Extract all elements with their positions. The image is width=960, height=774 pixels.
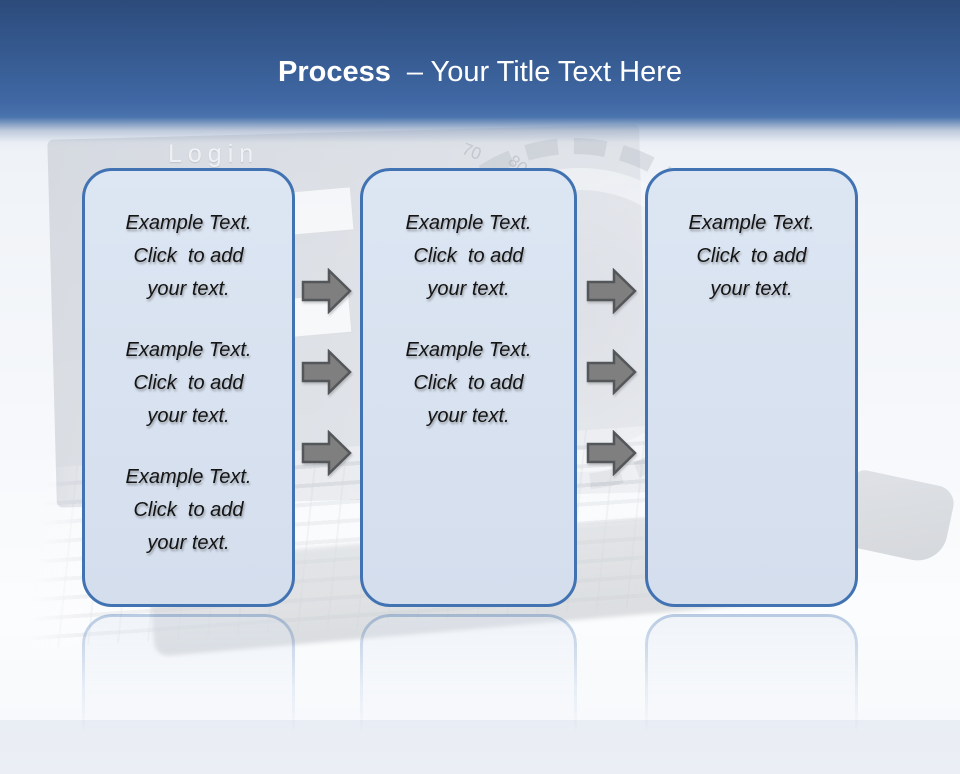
box-reflection <box>82 614 295 774</box>
page-title-emphasis: Process <box>278 56 391 88</box>
right-arrow-icon <box>586 268 637 314</box>
process-box-step-3[interactable]: Example Text. Click to add your text. <box>645 168 858 607</box>
right-arrow-icon <box>301 430 352 476</box>
placeholder-text: Example Text. Click to add your text. <box>405 339 532 427</box>
placeholder-text: Example Text. Click to add your text. <box>125 466 252 554</box>
placeholder-text: Example Text. Click to add your text. <box>125 212 252 300</box>
placeholder-text: Example Text. Click to add your text. <box>688 212 815 300</box>
right-arrow-icon <box>301 349 352 395</box>
process-box-step-1[interactable]: Example Text. Click to add your text. Ex… <box>82 168 295 607</box>
title-bar: Process – Your Title Text Here <box>0 0 960 150</box>
right-arrow-icon <box>586 430 637 476</box>
right-arrow-icon <box>301 268 352 314</box>
right-arrow-icon <box>586 349 637 395</box>
placeholder-text: Example Text. Click to add your text. <box>405 212 532 300</box>
page-title-rest: – Your Title Text Here <box>406 56 682 88</box>
placeholder-text: Example Text. Click to add your text. <box>125 339 252 427</box>
process-box-step-2[interactable]: Example Text. Click to add your text. Ex… <box>360 168 577 607</box>
page-title: Process – Your Title Text Here <box>0 56 960 89</box>
box-reflection <box>645 614 858 774</box>
box-reflection <box>360 614 577 774</box>
